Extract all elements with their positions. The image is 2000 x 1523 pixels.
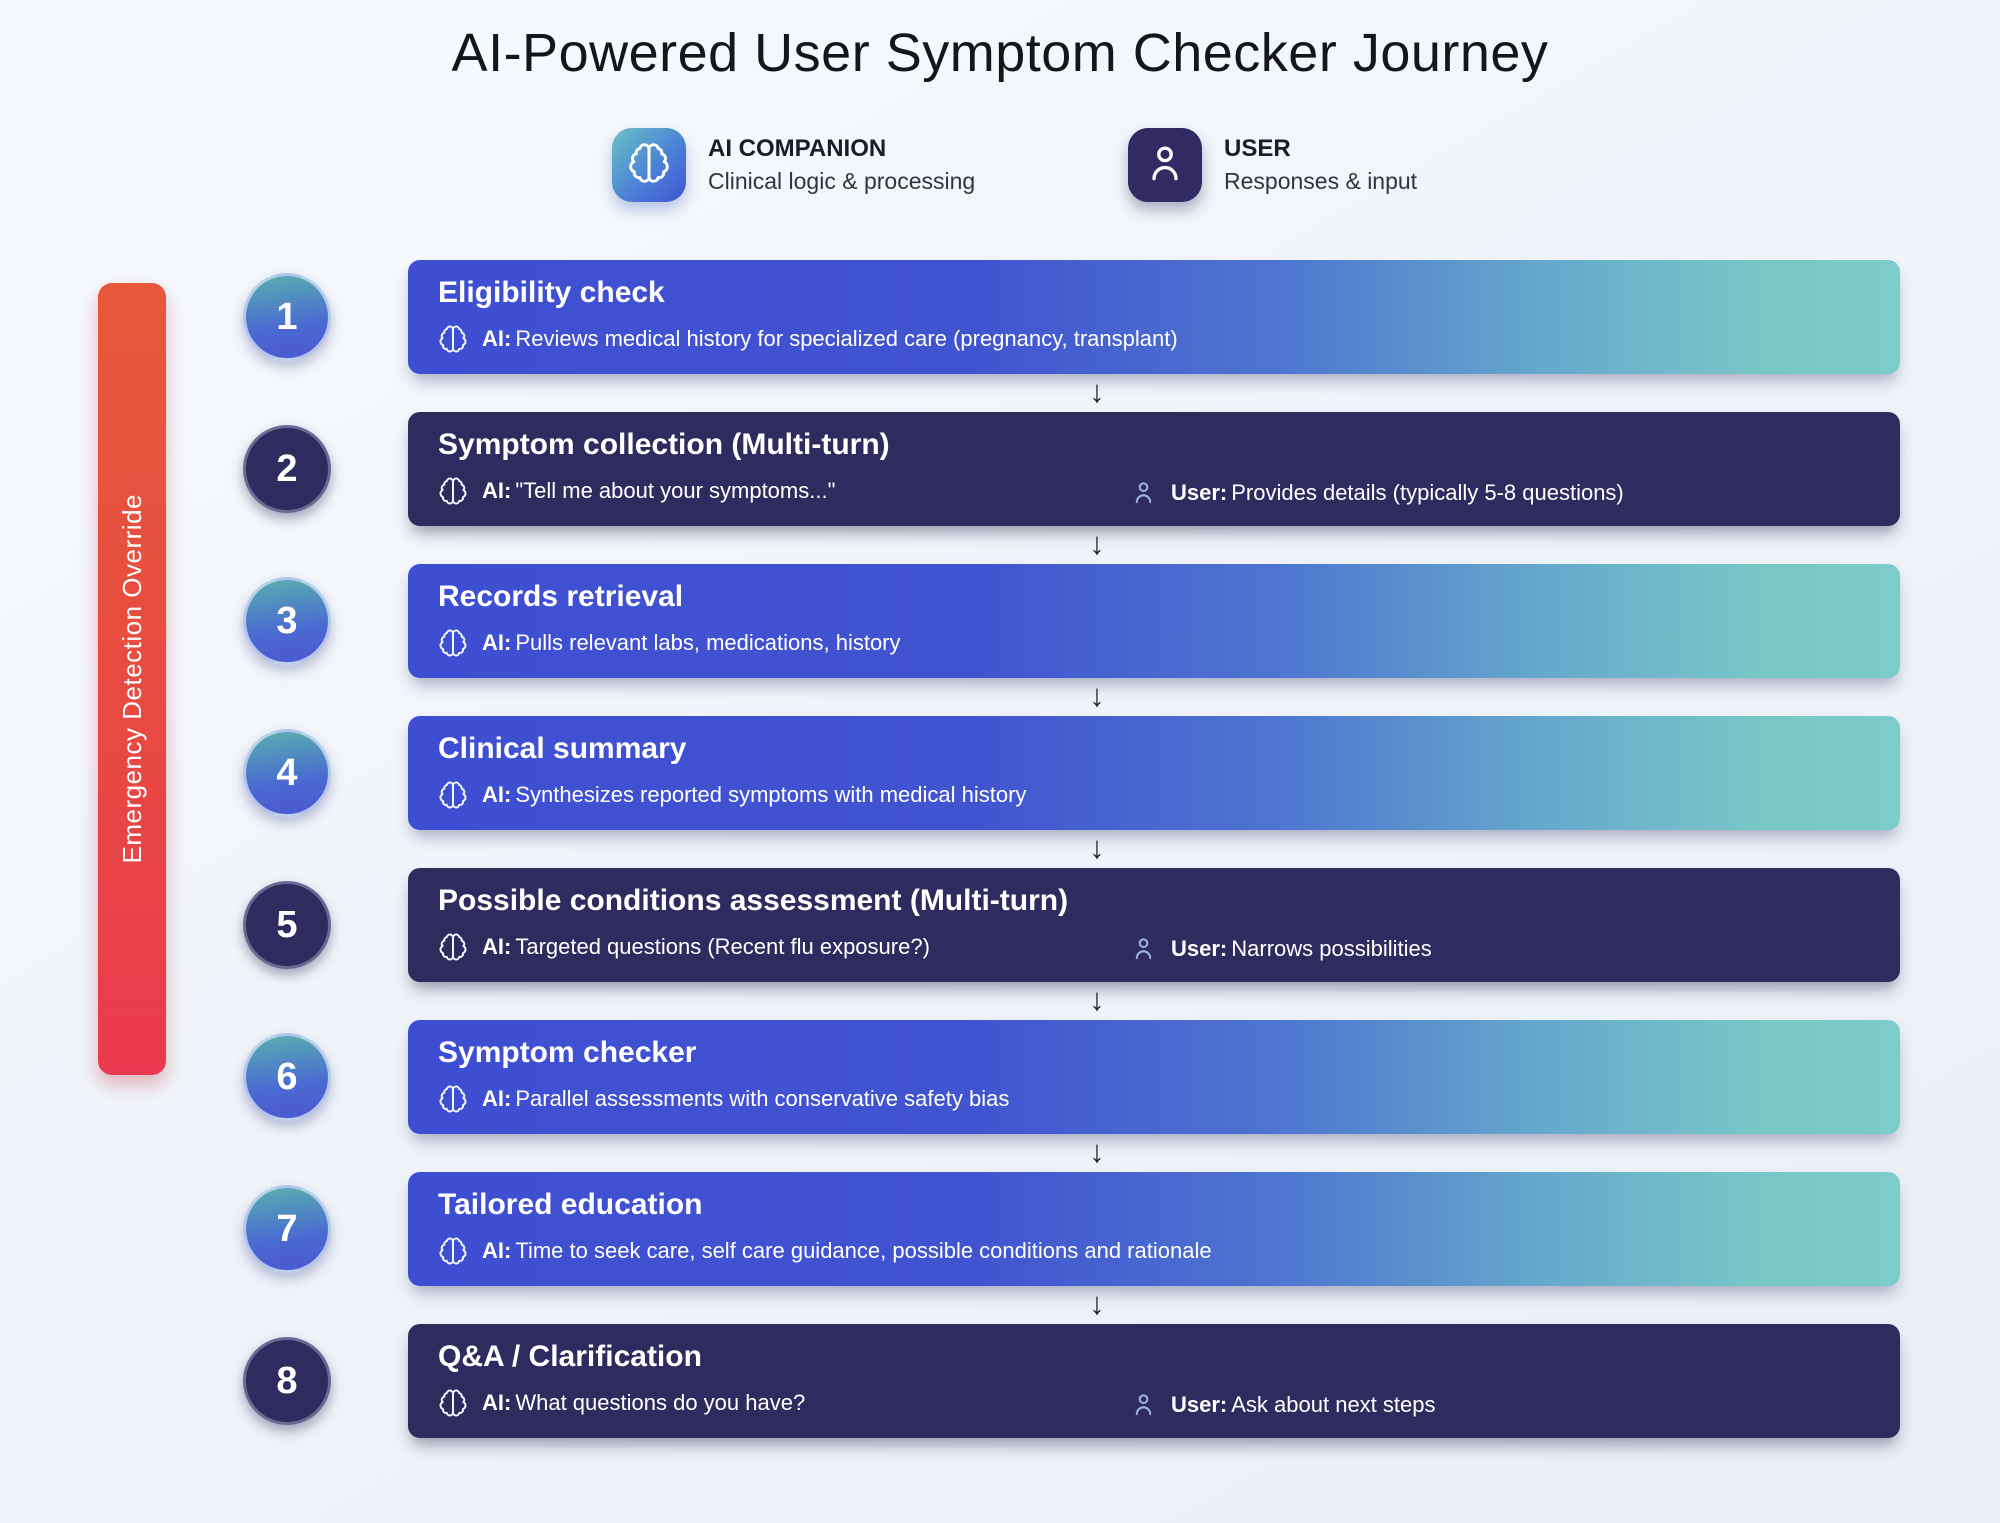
step-title: Possible conditions assessment (Multi-tu… (438, 884, 1069, 917)
emergency-detection-override-bar: Emergency Detection Override (98, 283, 166, 1075)
down-arrow-icon: ↓ (1089, 526, 1105, 561)
page-title: AI-Powered User Symptom Checker Journey (451, 23, 1549, 83)
step-title: Symptom collection (Multi-turn) (438, 428, 890, 461)
step-number-badge: 4 (243, 729, 331, 817)
step-number-badge: 5 (243, 881, 331, 969)
brain-icon (438, 628, 468, 658)
step-number-badge: 7 (243, 1185, 331, 1273)
step-number-badge: 3 (243, 577, 331, 665)
ai-description: AI:Reviews medical history for specializ… (482, 326, 1178, 351)
ai-row: AI:What questions do you have? (438, 1388, 805, 1418)
down-arrow-icon: ↓ (1089, 982, 1105, 1017)
down-arrow-icon: ↓ (1089, 374, 1105, 409)
ai-row: AI:Reviews medical history for specializ… (438, 324, 1178, 354)
step-number-badge: 8 (243, 1337, 331, 1425)
step-title: Tailored education (438, 1188, 703, 1221)
step-number-badge: 1 (243, 273, 331, 361)
down-arrow-icon: ↓ (1089, 1134, 1105, 1169)
legend-ai-companion: AI COMPANION Clinical logic & processing (612, 128, 975, 202)
brain-icon (438, 1084, 468, 1114)
user-row: User:Narrows possibilities (1130, 935, 1432, 962)
user-description: User:Ask about next steps (1171, 1391, 1436, 1417)
legend-user-sublabel: Responses & input (1224, 168, 1418, 194)
step-number-badge: 2 (243, 425, 331, 513)
user-icon (1130, 935, 1157, 962)
step-title: Eligibility check (438, 276, 665, 309)
step-card-clinical-summary: Clinical summary AI:Synthesizes reported… (408, 716, 1900, 830)
ai-description: AI:Targeted questions (Recent flu exposu… (482, 934, 930, 959)
down-arrow-icon: ↓ (1089, 678, 1105, 713)
ai-row: AI:Parallel assessments with conservativ… (438, 1084, 1009, 1114)
down-arrow-icon: ↓ (1089, 1286, 1105, 1321)
step-card-symptom-collection: Symptom collection (Multi-turn) AI:"Tell… (408, 412, 1900, 526)
brain-icon (438, 476, 468, 506)
ai-row: AI:Time to seek care, self care guidance… (438, 1236, 1212, 1266)
step-title: Clinical summary (438, 732, 687, 765)
ai-description: AI:What questions do you have? (482, 1390, 806, 1415)
user-icon (1130, 479, 1157, 506)
user-icon (1130, 1391, 1157, 1418)
ai-row: AI:Targeted questions (Recent flu exposu… (438, 932, 930, 962)
step-card-eligibility-check: Eligibility check AI:Reviews medical his… (408, 260, 1900, 374)
brain-icon (438, 780, 468, 810)
step-card-possible-conditions: Possible conditions assessment (Multi-tu… (408, 868, 1900, 982)
brain-icon (438, 1236, 468, 1266)
down-arrow-icon: ↓ (1089, 830, 1105, 865)
user-description: User:Narrows possibilities (1171, 935, 1432, 961)
legend-ai-label: AI COMPANION (708, 135, 887, 162)
ai-row: AI:Pulls relevant labs, medications, his… (438, 628, 901, 658)
legend-ai-text: AI COMPANION Clinical logic & processing (708, 135, 975, 195)
user-icon (1128, 128, 1202, 202)
brain-icon (438, 1388, 468, 1418)
ai-description: AI:Time to seek care, self care guidance… (482, 1238, 1212, 1263)
step-title: Symptom checker (438, 1036, 697, 1069)
brain-icon (438, 932, 468, 962)
legend-user-label: USER (1224, 135, 1291, 162)
brain-icon (612, 128, 686, 202)
ai-row: AI:Synthesizes reported symptoms with me… (438, 780, 1026, 810)
user-row: User:Provides details (typically 5-8 que… (1130, 479, 1624, 506)
step-card-tailored-education: Tailored education AI:Time to seek care,… (408, 1172, 1900, 1286)
ai-description: AI:"Tell me about your symptoms..." (482, 478, 836, 503)
legend-ai-sublabel: Clinical logic & processing (708, 168, 976, 194)
step-number-badge: 6 (243, 1033, 331, 1121)
ai-description: AI:Parallel assessments with conservativ… (482, 1086, 1010, 1111)
legend-user: USER Responses & input (1128, 128, 1417, 202)
ai-description: AI:Synthesizes reported symptoms with me… (482, 782, 1027, 807)
ai-description: AI:Pulls relevant labs, medications, his… (482, 630, 901, 655)
step-card-records-retrieval: Records retrieval AI:Pulls relevant labs… (408, 564, 1900, 678)
user-description: User:Provides details (typically 5-8 que… (1171, 479, 1624, 505)
step-card-symptom-checker: Symptom checker AI:Parallel assessments … (408, 1020, 1900, 1134)
step-card-qa-clarification: Q&A / Clarification AI:What questions do… (408, 1324, 1900, 1438)
brain-icon (438, 324, 468, 354)
legend-user-text: USER Responses & input (1224, 135, 1417, 195)
user-row: User:Ask about next steps (1130, 1391, 1435, 1418)
step-title: Q&A / Clarification (438, 1340, 702, 1373)
emergency-detection-override-label: Emergency Detection Override (116, 494, 147, 864)
step-title: Records retrieval (438, 580, 684, 613)
ai-row: AI:"Tell me about your symptoms..." (438, 476, 835, 506)
